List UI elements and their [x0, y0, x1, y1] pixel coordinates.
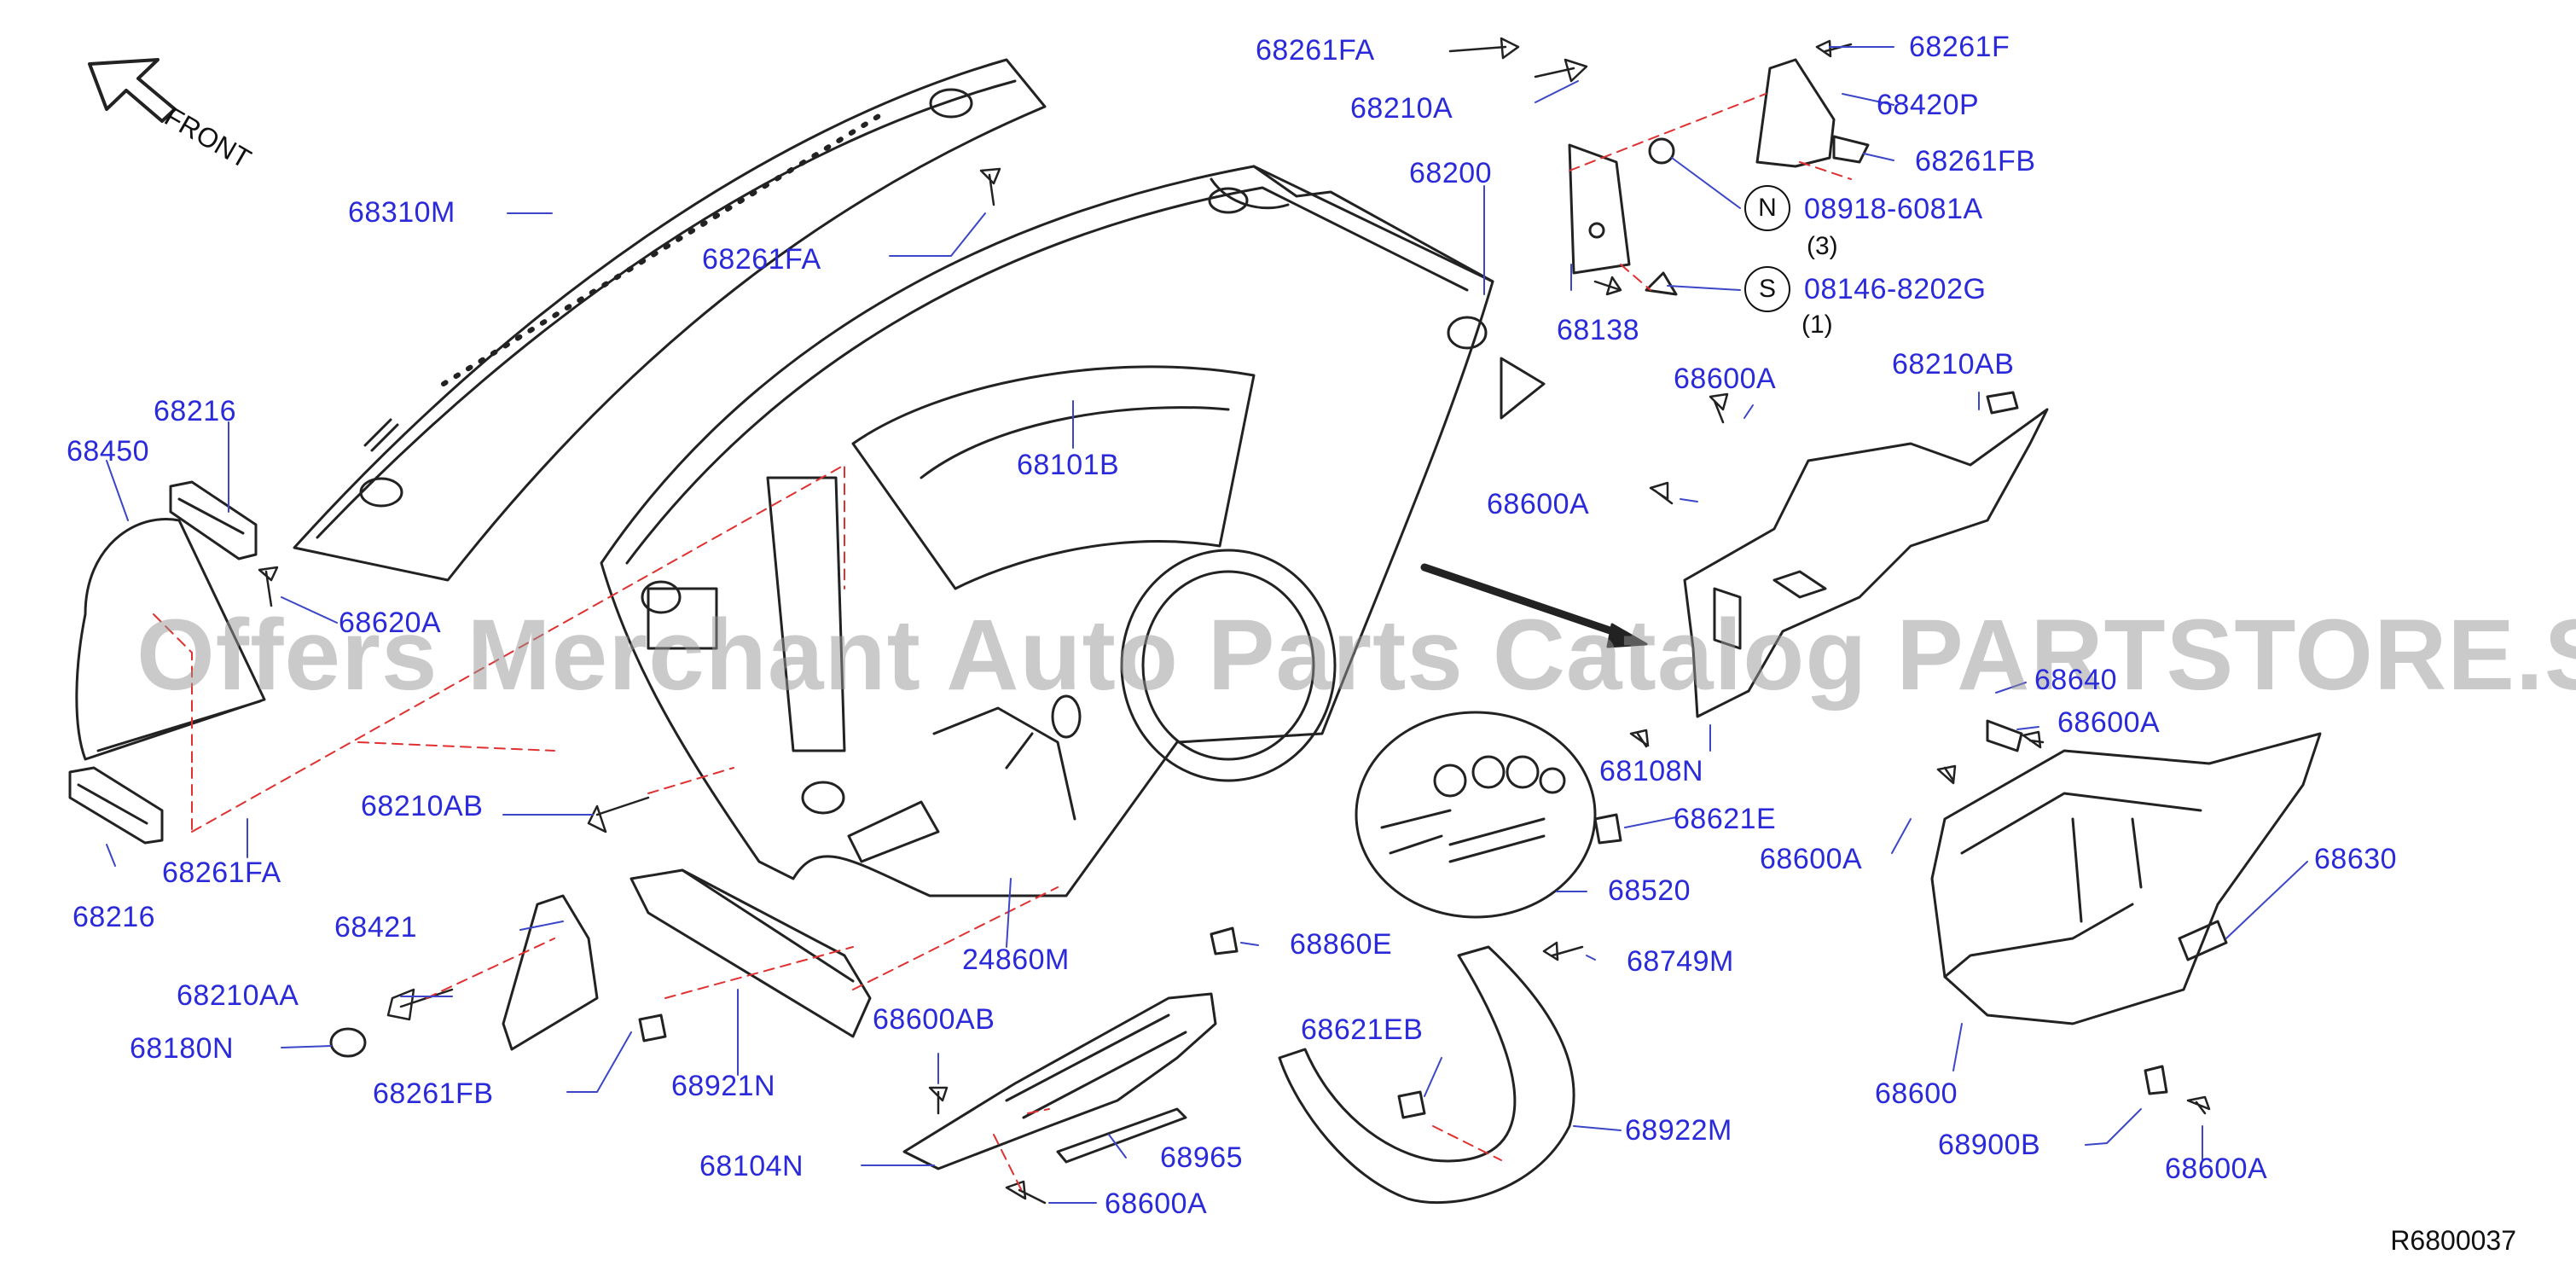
bracket-68138 — [1568, 143, 1631, 275]
callout-68261FB-low[interactable]: 68261FB — [373, 1077, 494, 1110]
stopper-68640 — [1986, 719, 2023, 752]
callout-68104N[interactable]: 68104N — [699, 1150, 804, 1182]
callout-68640[interactable]: 68640 — [2034, 664, 2118, 696]
callout-68749M[interactable]: 68749M — [1627, 945, 1734, 978]
callout-68421[interactable]: 68421 — [334, 911, 418, 944]
clip-68860E — [1210, 926, 1239, 955]
callout-68630[interactable]: 68630 — [2314, 843, 2398, 875]
callout-68138[interactable]: 68138 — [1557, 314, 1640, 346]
watermark: Offers Merchant Auto Parts Catalog PARTS… — [136, 599, 2576, 711]
instrument-panel — [600, 165, 1546, 897]
callout-68210AA[interactable]: 68210AA — [177, 979, 299, 1012]
nut-symbol-badge: N — [1744, 185, 1790, 231]
front-arrow-icon — [88, 58, 177, 123]
callout-68921N[interactable]: 68921N — [671, 1070, 776, 1102]
callout-68261FA-low[interactable]: 68261FA — [162, 857, 281, 889]
glove-box-68600 — [1930, 732, 2322, 1025]
callout-08918-6081A[interactable]: 08918-6081A — [1804, 193, 1983, 225]
callout-68210AB-left[interactable]: 68210AB — [361, 790, 484, 822]
plug-68180N — [329, 1027, 367, 1058]
clip-68261FB-low — [638, 1013, 667, 1042]
callout-68600A-f[interactable]: 68600A — [2165, 1153, 2268, 1185]
callout-68600A-c[interactable]: 68600A — [2057, 706, 2161, 739]
lower-finisher-68104N — [902, 992, 1217, 1170]
callout-68450[interactable]: 68450 — [67, 435, 150, 467]
callout-68216-top[interactable]: 68216 — [154, 395, 237, 427]
bracket-68420P — [1755, 58, 1870, 168]
callout-68310M[interactable]: 68310M — [348, 196, 455, 229]
callout-68600[interactable]: 68600 — [1875, 1077, 1958, 1110]
lower-cover-68921N — [629, 868, 872, 1038]
side-panel-68450 — [75, 518, 266, 761]
latch-68630 — [2178, 920, 2228, 961]
callout-68420P[interactable]: 68420P — [1877, 89, 1980, 121]
callout-68180N[interactable]: 68180N — [130, 1032, 235, 1065]
callout-68200[interactable]: 68200 — [1409, 157, 1493, 189]
callout-68900B[interactable]: 68900B — [1938, 1129, 2041, 1161]
callout-68210A[interactable]: 68210A — [1350, 92, 1453, 125]
callout-68261FB-top[interactable]: 68261FB — [1915, 145, 2036, 177]
callout-68965[interactable]: 68965 — [1160, 1141, 1244, 1174]
callout-68261FA-top[interactable]: 68261FA — [1256, 34, 1375, 67]
callout-68101B[interactable]: 68101B — [1017, 449, 1120, 481]
callout-68261F[interactable]: 68261F — [1909, 31, 2010, 63]
bracket-68108N — [1683, 391, 2049, 718]
callout-68600A-a[interactable]: 68600A — [1674, 363, 1777, 395]
clip-68621E — [1593, 813, 1622, 845]
qty-08918: (3) — [1807, 232, 1838, 260]
screw-symbol-badge: S — [1744, 266, 1790, 312]
knee-cover-68922M — [1278, 945, 1575, 1205]
alignment-lines — [153, 93, 1852, 1195]
callout-68520[interactable]: 68520 — [1608, 874, 1691, 907]
diagram-code: R6800037 — [2390, 1225, 2516, 1256]
callout-68600A-d[interactable]: 68600A — [1760, 843, 1863, 875]
pointer-arrow-icon — [1420, 563, 1648, 648]
leader-lines — [106, 46, 2308, 1204]
nut-icon — [1648, 137, 1675, 165]
finisher-68965 — [1056, 1107, 1187, 1164]
defroster-panel — [293, 58, 1047, 582]
callout-68621E[interactable]: 68621E — [1674, 803, 1777, 835]
bolt-icon — [1645, 271, 1678, 296]
callout-68216-low[interactable]: 68216 — [73, 901, 156, 933]
callout-08146-8202G[interactable]: 08146-8202G — [1804, 273, 1987, 305]
callout-68620A[interactable]: 68620A — [339, 607, 442, 639]
callout-68210AB-right[interactable]: 68210AB — [1892, 348, 2015, 380]
clip-68900B — [2144, 1065, 2168, 1095]
finisher-68421 — [502, 894, 599, 1051]
callout-68860E[interactable]: 68860E — [1290, 928, 1393, 961]
callout-68922M[interactable]: 68922M — [1625, 1114, 1732, 1147]
callout-68600AB[interactable]: 68600AB — [873, 1003, 995, 1036]
clip-68216-top — [169, 480, 258, 560]
clip-68216-low — [68, 766, 164, 845]
cluster-lid-68520 — [1355, 711, 1597, 919]
callout-24860M[interactable]: 24860M — [962, 944, 1070, 976]
callout-68621EB[interactable]: 68621EB — [1301, 1013, 1424, 1046]
callout-68600A-e[interactable]: 68600A — [1105, 1188, 1208, 1220]
callout-68108N[interactable]: 68108N — [1599, 755, 1704, 787]
callout-68600A-b[interactable]: 68600A — [1487, 488, 1590, 520]
qty-08146: (1) — [1801, 311, 1833, 339]
callout-68261FA-mid[interactable]: 68261FA — [702, 243, 821, 276]
